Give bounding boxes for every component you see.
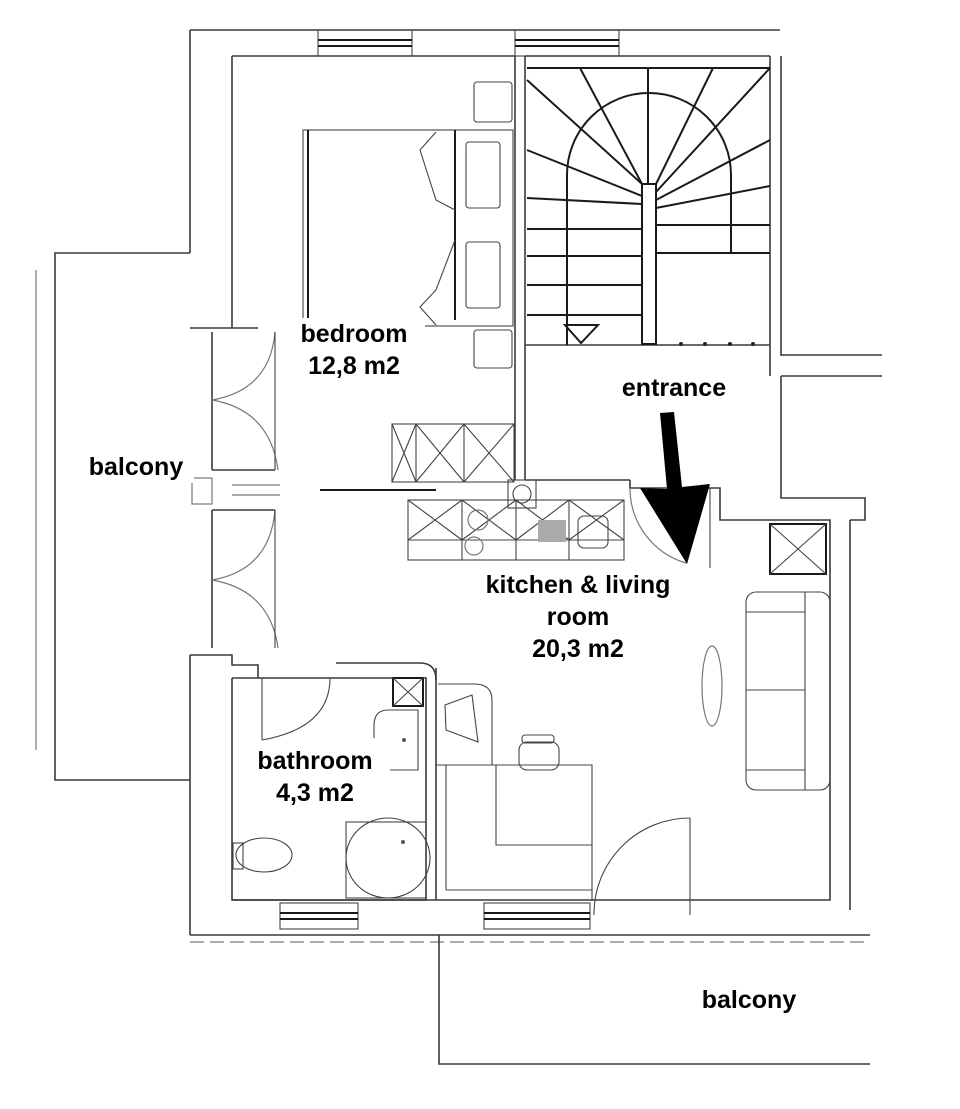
kitchen-counter <box>407 479 625 561</box>
balcony-west-name: balcony <box>88 453 184 481</box>
bathroom-fixtures <box>232 677 431 899</box>
bedroom-name: bedroom <box>300 320 408 348</box>
exterior-walls <box>35 29 882 781</box>
kitchen-name-line1: kitchen & living <box>485 571 671 599</box>
spiral-stair <box>526 67 771 346</box>
bathroom-area: 4,3 m2 <box>276 779 354 807</box>
wardrobe <box>320 423 515 491</box>
bathroom-name: bathroom <box>257 747 373 775</box>
balcony-south-outline <box>438 935 870 1065</box>
bedroom-area: 12,8 m2 <box>308 352 400 380</box>
entrance-door <box>629 487 711 568</box>
kitchen-name-line2: room <box>546 603 610 631</box>
room-label-bedroom: bedroom 12,8 m2 <box>283 318 425 382</box>
kitchen-area: 20,3 m2 <box>532 635 624 663</box>
room-label-balcony-west: balcony <box>78 451 194 483</box>
arrow-down-icon <box>640 412 710 564</box>
entrance-name: entrance <box>621 374 727 402</box>
room-label-kitchen: kitchen & living room 20,3 m2 <box>462 569 694 665</box>
living-furniture <box>436 523 831 916</box>
room-label-balcony-south: balcony <box>690 984 808 1016</box>
balcony-doors <box>211 331 279 649</box>
balcony-south-name: balcony <box>701 986 797 1014</box>
room-label-entrance: entrance <box>604 372 744 404</box>
room-label-bathroom: bathroom 4,3 m2 <box>240 745 390 809</box>
